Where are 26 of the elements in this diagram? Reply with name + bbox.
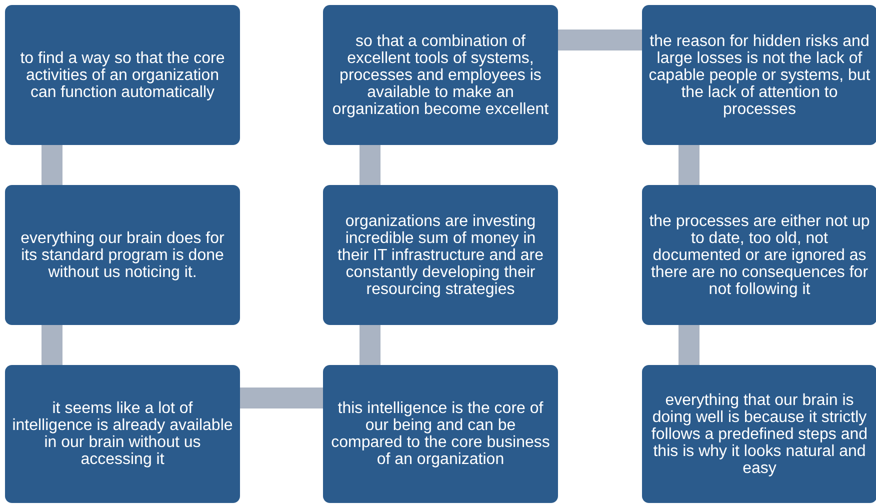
connector-bar — [42, 325, 62, 365]
connector-bar — [678, 145, 700, 185]
box-text: the reason for hidden risks and large losses is not the lack of capable people or systems, but the lack of attention to processes — [648, 32, 871, 118]
box-text: this intelligence is the core of our being and can be compared to the core business of an organization — [330, 400, 551, 468]
box-text: everything that our brain is doing well is because it strictly follows a predefined steps and this is why it looks natural and easy — [650, 392, 869, 476]
process-box — [323, 365, 558, 503]
connector-bar — [360, 145, 380, 185]
process-box — [642, 365, 876, 503]
box-text: everything our brain does for its standard program is done without us noticing it. — [20, 230, 226, 280]
connector-bar — [558, 30, 642, 50]
process-box — [642, 185, 876, 325]
process-box — [642, 5, 876, 145]
connector-bar — [42, 145, 62, 185]
box-text: so that a combination of excellent tools of systems, processes and employees is available to make an organization become excellent — [331, 32, 550, 118]
box-text: to find a way so that the core activities of an organization can function automatically — [19, 50, 226, 100]
process-box — [5, 185, 240, 325]
connector-bar — [240, 388, 323, 408]
process-box — [5, 365, 240, 503]
connector-bar — [360, 325, 380, 365]
box-text: it seems like a lot of intelligence is already available in our brain without us accessing it — [11, 400, 234, 468]
process-box — [5, 5, 240, 145]
process-box — [323, 185, 558, 325]
box-text: organizations are investing incredible sum of money in their IT infrastructure and are constantly developing their resourcing strategies — [336, 212, 545, 298]
process-box — [323, 5, 558, 145]
connector-bar — [678, 325, 700, 365]
box-text: the processes are either not up to date, too old, not documented or are ignored as there are no consequences for not following it — [648, 212, 871, 298]
